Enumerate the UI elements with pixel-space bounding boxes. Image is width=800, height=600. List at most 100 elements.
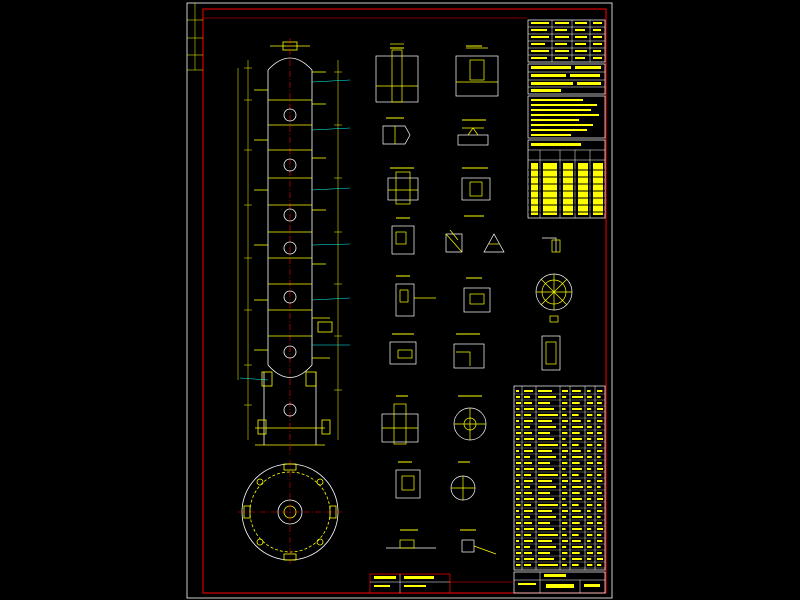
parts-cell-text [516,462,521,464]
nozzle-detail-2 [455,47,499,97]
column-manholes [283,108,297,417]
parts-cell-text [538,558,554,560]
parts-cell-text [516,402,521,404]
parts-cell-text [572,492,580,494]
parts-cell-text [538,450,552,452]
parts-cell-text [516,432,521,434]
column-dimensions [237,60,342,440]
parts-cell-text [562,474,567,476]
parts-cell-text [524,552,532,554]
parts-cell-text [516,438,520,440]
weld-detail-1 [382,125,411,145]
parts-cell-text [562,462,568,464]
parts-cell-text [587,552,593,554]
parts-cell-text [562,438,566,440]
parts-cell-text [597,474,602,476]
parts-cell-text [597,462,602,464]
parts-cell-text [538,564,558,566]
parts-cell-text [587,546,592,548]
column-top-view [238,460,342,564]
parts-cell-text [516,444,521,446]
parts-cell-text [538,552,550,554]
bracket-detail-4 [542,237,561,253]
parts-cell-text [538,456,556,458]
parts-cell-text [572,516,583,518]
parts-cell-text [524,462,532,464]
parts-cell-text [597,438,603,440]
parts-cell-text [524,432,532,434]
parts-cell-text [562,534,567,536]
parts-cell-text [587,486,592,488]
parts-cell-text [524,420,533,422]
plate-detail-2 [453,343,485,369]
parts-cell-text [572,414,579,416]
parts-cell-text [538,498,554,500]
parts-cell-text [524,522,532,524]
parts-cell-text [562,414,567,416]
flange-detail-2 [461,177,491,201]
parts-cell-text [587,426,592,428]
column-elevation [255,38,325,455]
parts-cell-text [597,516,601,518]
parts-cell-text [516,390,519,392]
parts-cell-text [597,414,602,416]
parts-cell-text [524,438,534,440]
design-data-table [527,19,606,63]
column-callouts [239,79,351,381]
parts-cell-text [562,390,568,392]
binding-strip [187,3,203,71]
parts-cell-text [538,414,558,416]
parts-cell-text [524,426,530,428]
parts-cell-text [562,444,567,446]
title-block [513,571,606,594]
parts-list-table [513,385,606,571]
revision-block [369,573,514,594]
parts-cell-text [572,540,581,542]
parts-cell-text [524,498,534,500]
parts-cell-text [587,408,592,410]
support-detail-1 [395,283,436,317]
parts-cell-text [516,396,520,398]
parts-cell-text [562,408,566,410]
parts-cell-text [538,486,556,488]
parts-cell-text [572,462,580,464]
parts-cell-text [524,456,530,458]
parts-cell-text [587,522,593,524]
parts-cell-text [572,480,581,482]
parts-cell-text [572,456,583,458]
parts-cell-text [538,438,554,440]
parts-cell-text [538,426,556,428]
parts-cell-text [538,462,550,464]
parts-cell-text [572,486,583,488]
parts-cell-text [538,408,554,410]
column-nozzles [254,71,333,435]
parts-cell-text [597,420,603,422]
parts-cell-text [538,480,552,482]
parts-cell-text [587,564,593,566]
parts-cell-text [587,510,591,512]
parts-cell-text [524,516,530,518]
parts-cell-text [562,396,567,398]
parts-cell-text [524,528,534,530]
parts-cell-text [587,438,592,440]
parts-cell-text [572,528,582,530]
parts-cell-text [587,474,593,476]
parts-cell-text [587,396,592,398]
parts-cell-text [516,510,519,512]
parts-cell-text [524,450,533,452]
parts-cell-text [572,438,582,440]
flange-detail-1 [387,171,419,205]
parts-cell-text [597,546,601,548]
parts-cell-text [597,396,601,398]
parts-cell-text [538,492,550,494]
parts-cell-text [516,558,520,560]
parts-cell-text [572,558,582,560]
parts-cell-text [516,540,519,542]
parts-cell-text [597,486,601,488]
parts-cell-text [516,522,521,524]
parts-cell-text [587,534,593,536]
parts-cell-text [516,474,521,476]
parts-list-rows [514,390,605,569]
parts-cell-text [516,504,521,506]
